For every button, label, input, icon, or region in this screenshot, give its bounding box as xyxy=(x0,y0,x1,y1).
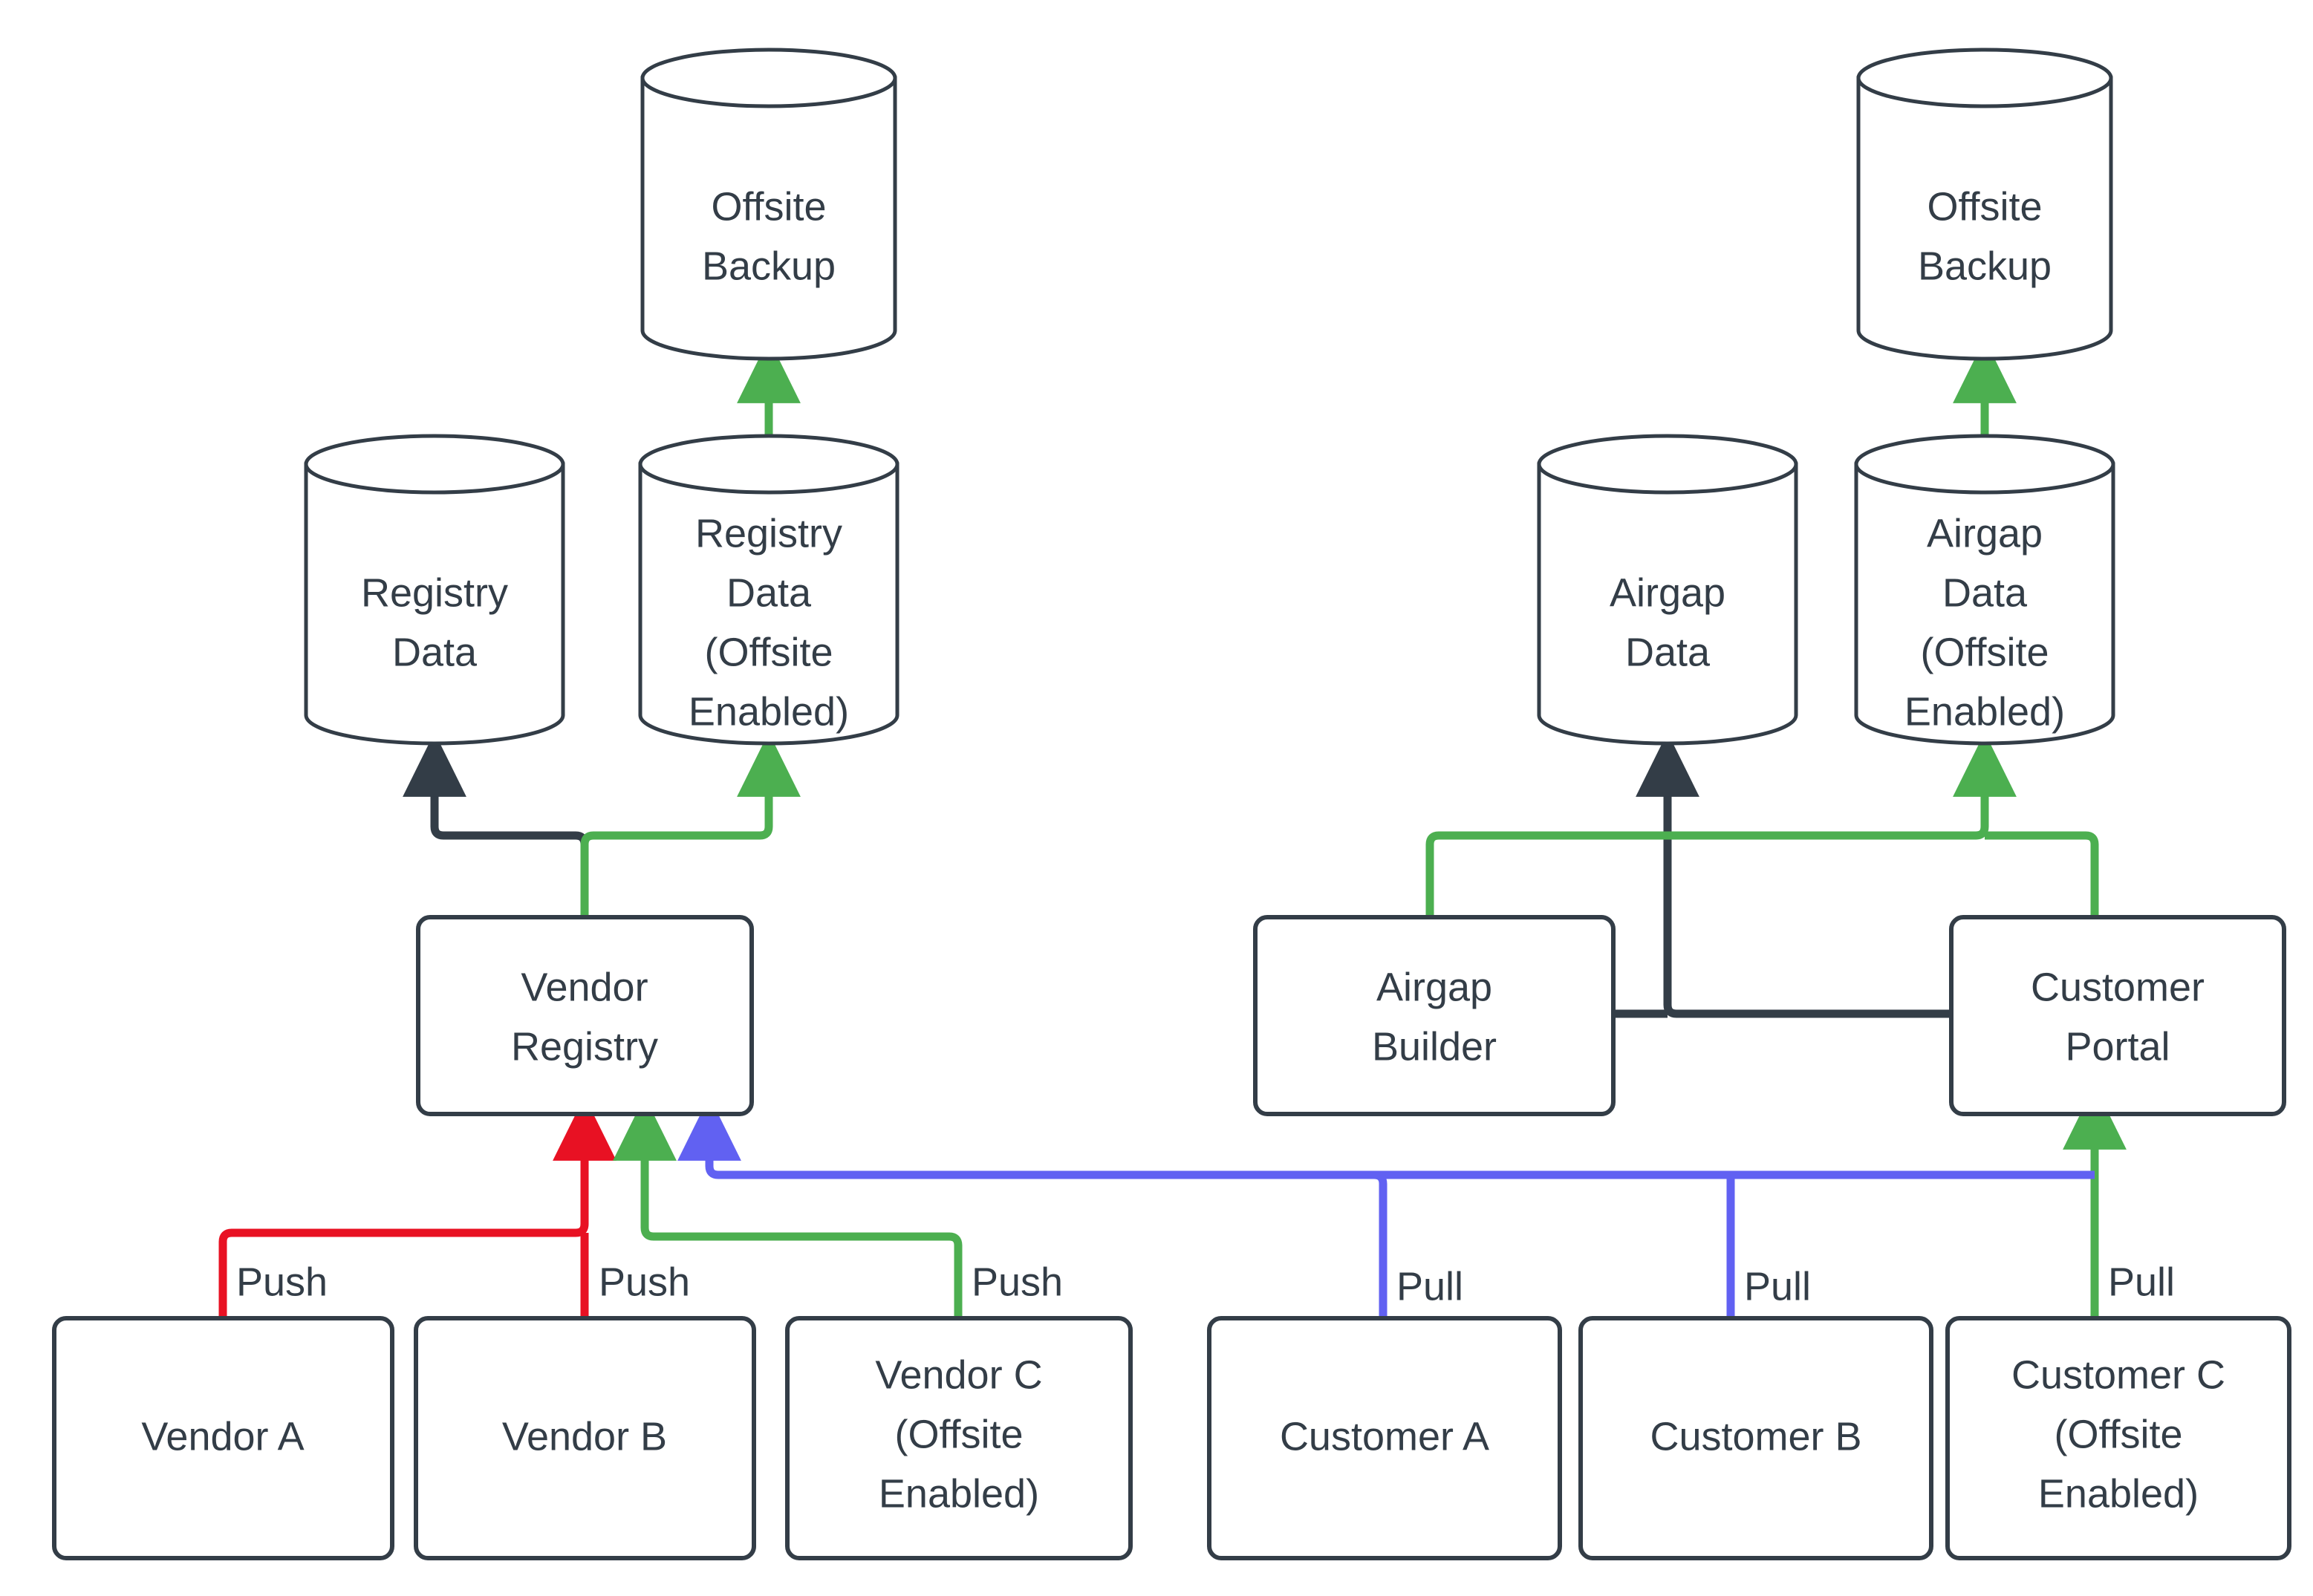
node-label: (Offsite xyxy=(894,1412,1023,1456)
node-label: Customer xyxy=(2031,965,2205,1009)
node-label: (Offsite xyxy=(2054,1412,2182,1456)
node-label: (Offsite xyxy=(704,630,833,674)
edge-airgap-builder-to-airgap-data-offsite xyxy=(1425,732,2017,917)
node-registry-data[interactable]: Registry Data xyxy=(304,434,565,746)
node-label: Data xyxy=(1625,630,1711,674)
edge-vendor-registry-to-registry-data-offsite xyxy=(580,732,801,917)
edge-label-customer-b-pull: Pull xyxy=(1744,1264,1811,1309)
node-label: Customer B xyxy=(1650,1414,1861,1459)
node-label: Vendor C xyxy=(875,1352,1042,1397)
node-label: Registry xyxy=(695,511,842,556)
edge-vendor-c-push xyxy=(613,1095,963,1318)
node-vendor-registry[interactable]: Vendor Registry xyxy=(416,915,754,1116)
node-label: Portal xyxy=(2065,1024,2170,1069)
node-label: Backup xyxy=(1918,244,2052,288)
edge-vendor-registry-to-registry-data xyxy=(403,732,589,917)
node-customer-a[interactable]: Customer A xyxy=(1207,1316,1562,1560)
node-label: Registry xyxy=(361,570,508,615)
node-vendor-c[interactable]: Vendor C (Offsite Enabled) xyxy=(785,1316,1133,1560)
edge-label-vendor-b-push: Push xyxy=(599,1260,690,1304)
node-customer-portal[interactable]: Customer Portal xyxy=(1949,915,2286,1116)
node-label: Offsite xyxy=(711,184,826,229)
node-label: Registry xyxy=(511,1024,658,1069)
node-label: Data xyxy=(392,630,478,674)
node-label: Backup xyxy=(702,244,836,288)
node-label: Vendor xyxy=(521,965,648,1009)
node-label: Enabled) xyxy=(689,689,849,734)
node-customer-c[interactable]: Customer C (Offsite Enabled) xyxy=(1945,1316,2291,1560)
node-offsite-backup-right[interactable]: Offsite Backup xyxy=(1856,48,2113,361)
node-customer-b[interactable]: Customer B xyxy=(1578,1316,1933,1560)
node-label: Customer A xyxy=(1280,1414,1489,1459)
edge-label-customer-a-pull: Pull xyxy=(1396,1264,1463,1309)
node-label: Vendor B xyxy=(502,1414,667,1459)
node-label: Enabled) xyxy=(1904,689,2065,734)
edge-customer-portal-to-airgap-data-offsite xyxy=(1985,831,2099,917)
edge-label-vendor-a-push: Push xyxy=(236,1260,328,1304)
node-vendor-b[interactable]: Vendor B xyxy=(414,1316,756,1560)
node-label: Offsite xyxy=(1927,184,2042,229)
node-label: Airgap xyxy=(1927,511,2043,556)
edge-label-vendor-c-push: Push xyxy=(972,1260,1063,1304)
edge-customer-portal-to-airgap-data xyxy=(1636,732,1951,1018)
node-vendor-a[interactable]: Vendor A xyxy=(52,1316,394,1560)
node-registry-data-offsite[interactable]: Registry Data (Offsite Enabled) xyxy=(638,434,900,746)
node-label: Builder xyxy=(1372,1024,1497,1069)
node-label: Vendor A xyxy=(141,1414,304,1459)
edge-vendor-a-push xyxy=(218,1095,617,1318)
node-label: (Offsite xyxy=(1920,630,2049,674)
node-label: Data xyxy=(1942,570,2028,615)
node-label: Airgap xyxy=(1376,965,1492,1009)
node-label: Data xyxy=(726,570,812,615)
edge-label-customer-c-pull: Pull xyxy=(2108,1260,2175,1304)
node-airgap-data-offsite[interactable]: Airgap Data (Offsite Enabled) xyxy=(1854,434,2115,746)
node-label: Airgap xyxy=(1610,570,1725,615)
node-airgap-builder[interactable]: Airgap Builder xyxy=(1253,915,1616,1116)
node-offsite-backup-left[interactable]: Offsite Backup xyxy=(640,48,897,361)
node-label: Enabled) xyxy=(2038,1471,2199,1516)
node-label: Customer C xyxy=(2011,1352,2225,1397)
node-label: Enabled) xyxy=(879,1471,1039,1516)
node-airgap-data[interactable]: Airgap Data xyxy=(1537,434,1798,746)
